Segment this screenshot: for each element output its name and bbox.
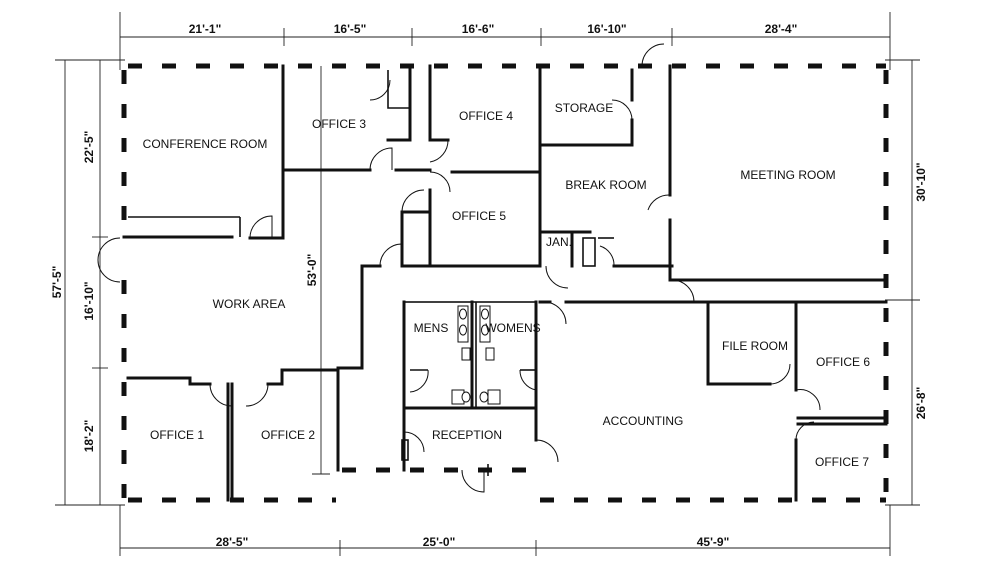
dim-top-2: 16'-5" (334, 22, 367, 36)
janitor-label: JAN. (546, 235, 572, 249)
office-7-label: OFFICE 7 (815, 455, 869, 469)
dim-interior: 53'-0" (305, 254, 319, 287)
dim-top-3: 16'-6" (462, 22, 495, 36)
door-swings (97, 43, 821, 493)
dim-right-1: 30'-10" (914, 162, 928, 201)
dim-left-3: 18'-2" (82, 420, 96, 453)
dim-top-4: 16'-10" (587, 22, 626, 36)
mens-label: MENS (414, 321, 449, 335)
interior-walls (122, 64, 888, 502)
exterior-walls (121, 63, 889, 503)
storage-label: STORAGE (555, 101, 613, 115)
dim-left-2: 16'-10" (82, 281, 96, 320)
dim-top-5: 28'-4" (765, 22, 798, 36)
file-room-label: FILE ROOM (722, 339, 788, 353)
womens-label: WOMENS (485, 321, 540, 335)
office-5-label: OFFICE 5 (452, 209, 506, 223)
room-labels: CONFERENCE ROOM OFFICE 3 OFFICE 4 STORAG… (143, 101, 871, 469)
meeting-room-label: MEETING ROOM (740, 168, 835, 182)
dim-right-2: 26'-8" (914, 387, 928, 420)
break-room-label: BREAK ROOM (565, 178, 646, 192)
dim-bottom-3: 45'-9" (697, 535, 730, 549)
office-3-label: OFFICE 3 (312, 117, 366, 131)
office-4-label: OFFICE 4 (459, 109, 513, 123)
dim-left-1: 22'-5" (82, 131, 96, 164)
conference-room-label: CONFERENCE ROOM (143, 137, 268, 151)
dimension-labels: 21'-1" 16'-5" 16'-6" 16'-10" 28'-4" 28'-… (50, 22, 928, 549)
dimension-lines (55, 12, 920, 556)
dim-bottom-1: 28'-5" (216, 535, 249, 549)
office-2-label: OFFICE 2 (261, 428, 315, 442)
restroom-fixtures (451, 305, 501, 405)
office-6-label: OFFICE 6 (816, 355, 870, 369)
reception-label: RECEPTION (432, 428, 502, 442)
dim-top-1: 21'-1" (189, 22, 222, 36)
work-area-label: WORK AREA (213, 297, 286, 311)
dim-left-overall: 57'-5" (50, 266, 64, 299)
dim-bottom-2: 25'-0" (423, 535, 456, 549)
accounting-label: ACCOUNTING (603, 414, 684, 428)
office-1-label: OFFICE 1 (150, 428, 204, 442)
